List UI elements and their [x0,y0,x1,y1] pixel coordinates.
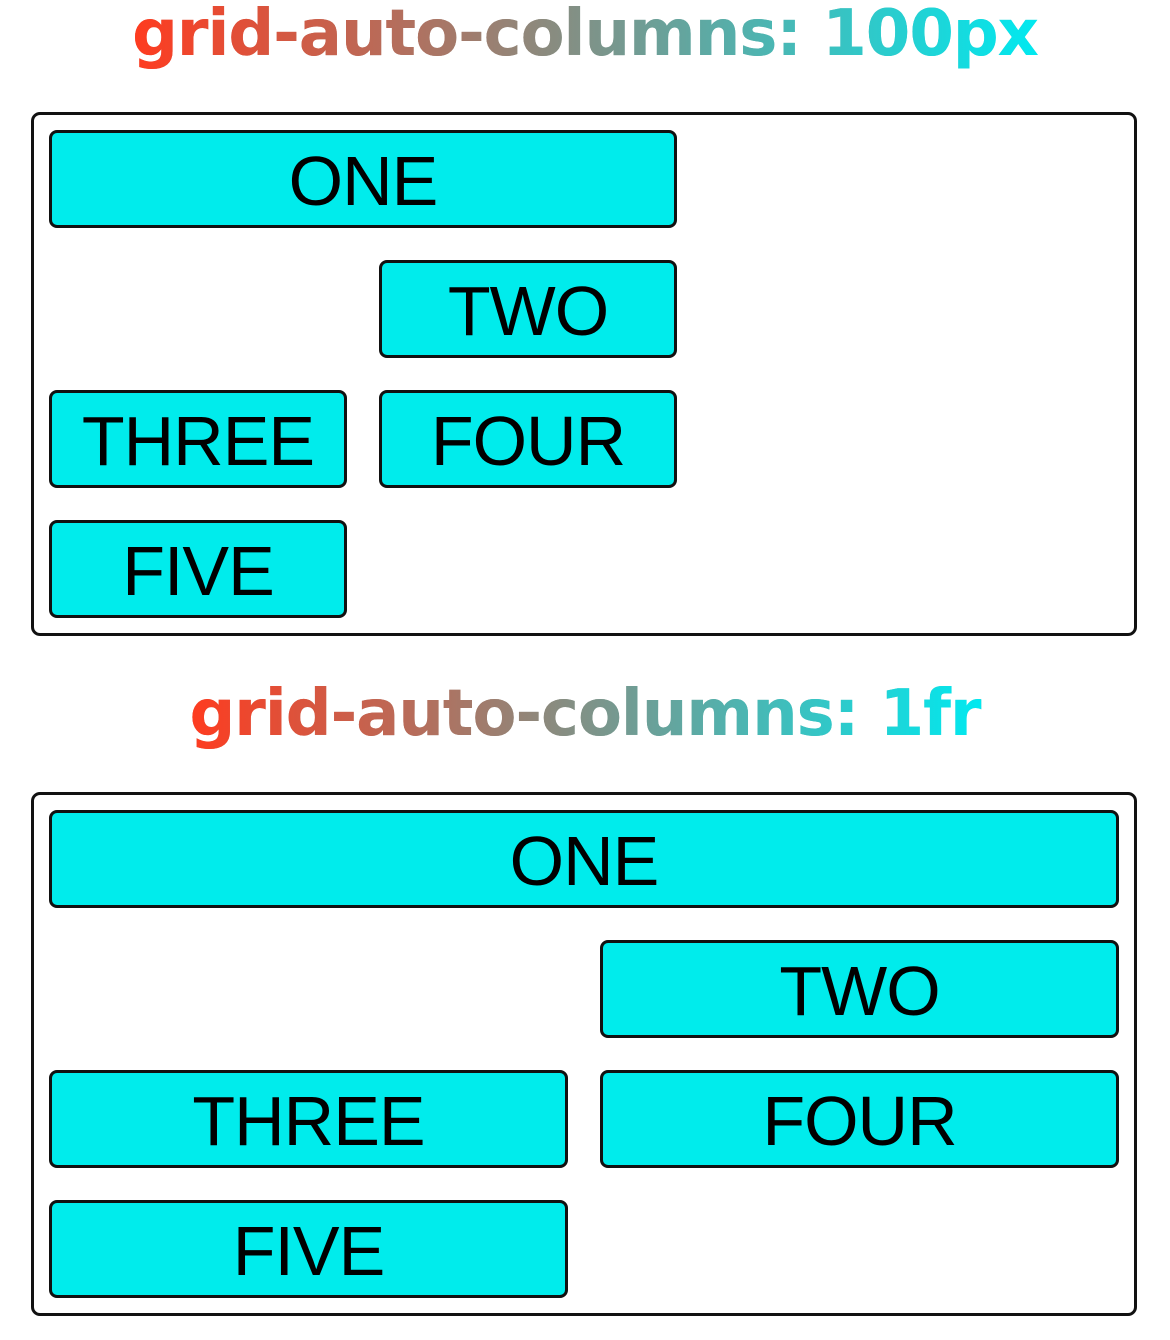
grid-item-five: FIVE [49,520,347,618]
grid-container-100px: ONE TWO THREE FOUR FIVE [31,112,1137,636]
grid-item-three: THREE [49,1070,568,1168]
grid-item-two: TWO [379,260,677,358]
grid-item-four: FOUR [379,390,677,488]
grid-item-five: FIVE [49,1200,568,1298]
grid-container-1fr: ONE TWO THREE FOUR FIVE [31,792,1137,1316]
heading-text: grid-auto-columns: 1fr [189,674,981,754]
grid-item-one: ONE [49,130,677,228]
grid-item-two: TWO [600,940,1119,1038]
grid-item-three: THREE [49,390,347,488]
grid-item-four: FOUR [600,1070,1119,1168]
example-heading-1fr: grid-auto-columns: 1fr [0,674,1170,754]
grid-item-one: ONE [49,810,1119,908]
example-heading-100px: grid-auto-columns: 100px [0,0,1170,74]
heading-text: grid-auto-columns: 100px [132,0,1039,74]
